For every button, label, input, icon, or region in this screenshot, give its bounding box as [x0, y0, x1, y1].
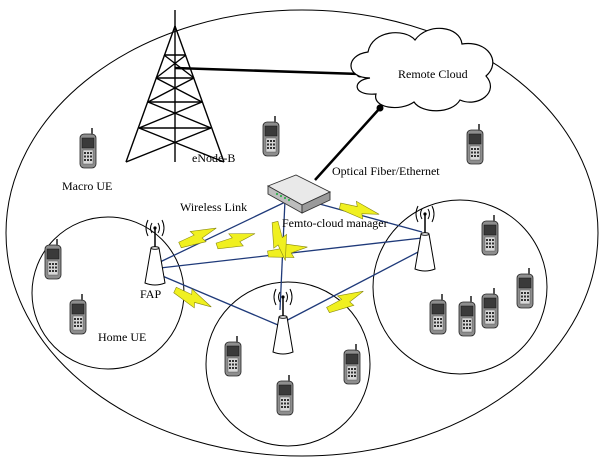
- macro-cell-boundary: [5, 9, 599, 457]
- home-ue-phone-icon: [481, 287, 499, 329]
- home-ue-phone-icon: [458, 295, 476, 337]
- fap-bottom-icon: [272, 288, 294, 355]
- macro-ue-label: Macro UE: [62, 179, 112, 193]
- home-ue-phone-icon: [343, 343, 361, 385]
- home-ue-phone-icon: [69, 293, 87, 335]
- home-ue-phone-icon: [224, 335, 242, 377]
- macro-ue-phone-icon: [79, 127, 97, 169]
- optical-link-label: Optical Fiber/Ethernet: [332, 164, 440, 178]
- remote-cloud-icon: [350, 27, 494, 112]
- femto-cell-left: [31, 216, 185, 370]
- enodeb-tower-icon: [125, 10, 225, 163]
- home-ue-phone-icon: [44, 238, 62, 280]
- wireless-link-label: Wireless Link: [180, 200, 247, 214]
- fap-interconnect-links: [159, 194, 423, 326]
- home-ue-label: Home UE: [98, 330, 146, 344]
- femto-cell-right: [372, 199, 548, 375]
- femto-cloud-manager-icon: [266, 174, 332, 214]
- remote-cloud-label: Remote Cloud: [398, 67, 468, 81]
- macro-ue-phone-icon: [262, 115, 280, 157]
- fap-left-icon: [144, 219, 166, 286]
- enodeb-label: eNode-B: [192, 151, 235, 165]
- optical-fiber-link: [314, 107, 381, 181]
- home-ue-phone-icon: [481, 214, 499, 256]
- fap-label: FAP: [140, 287, 161, 301]
- macro-ue-phone-icon: [466, 123, 484, 165]
- home-ue-phone-icon: [516, 267, 534, 309]
- femto-cloud-manager-label: Femto-cloud manager: [282, 216, 388, 230]
- home-ue-phone-icon: [429, 293, 447, 335]
- femto-cell-bottom: [205, 281, 371, 447]
- home-ue-phone-icon: [276, 374, 294, 416]
- enodeb-cloud-link: [174, 66, 361, 76]
